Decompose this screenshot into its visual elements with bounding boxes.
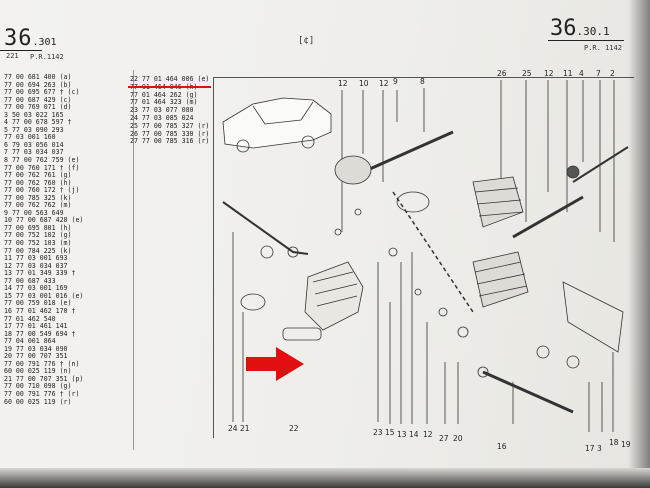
callout-number: 3 xyxy=(597,444,602,453)
part-number-row-right: 77 01 464 323 (m) xyxy=(130,98,198,107)
part-number-row-right: 27 77 00 785 316 (r) xyxy=(130,137,210,146)
callout-number: 2 xyxy=(610,69,615,78)
header-rule-left xyxy=(0,50,42,51)
part-number-row: 77 00 760 171 † (f) xyxy=(4,163,80,172)
diagram-frame xyxy=(213,77,634,438)
part-number-row: 4 77 00 678 597 † xyxy=(4,118,72,127)
part-number-row: 77 00 752 103 (m) xyxy=(4,239,72,248)
callout-number: 9 xyxy=(393,77,398,86)
column-divider xyxy=(133,70,134,450)
part-number-row: 77 00 752 102 (g) xyxy=(4,231,72,240)
callout-number: 14 xyxy=(409,430,419,439)
part-number-row-right: 22 77 01 464 006 (e) xyxy=(130,75,210,83)
part-number-row: 77 03 001 160 xyxy=(4,133,56,142)
part-number-row: 77 00 710 098 (g) xyxy=(4,382,72,391)
part-number-row: 21 77 00 707 351 (p) xyxy=(4,374,84,383)
page-code-right: 36.30.1 xyxy=(550,16,610,41)
part-number-row: 9 77 00 563 649 xyxy=(4,208,64,217)
callout-number: 20 xyxy=(453,434,463,443)
header-small-left: 221 xyxy=(6,52,19,60)
callout-number: 10 xyxy=(359,79,369,88)
callout-number: 17 xyxy=(585,444,595,453)
callout-number: 27 xyxy=(439,434,449,443)
part-number-row: 77 00 760 172 † (j) xyxy=(4,186,80,195)
part-number-row: 5 77 03 090 293 xyxy=(4,125,64,134)
callout-number: 23 xyxy=(373,428,383,437)
part-number-row: 60 00 025 119 (r) xyxy=(4,397,72,406)
part-number-row: 11 77 03 001 693 xyxy=(4,254,68,263)
part-number-row: 14 77 03 001 169 xyxy=(4,284,68,293)
part-number-row-right: 23 77 03 077 080 xyxy=(130,106,194,115)
header-pr-left: P.R.1142 xyxy=(30,53,64,61)
part-number-list: 77 00 681 400 (a)77 00 694 263 (b)77 00 … xyxy=(4,73,84,406)
callout-number: 24 xyxy=(228,424,238,433)
callout-number: 12 xyxy=(379,79,389,88)
part-number-row: 3 50 03 022 165 xyxy=(4,110,64,119)
part-number-row: 15 77 03 001 016 (e) xyxy=(4,291,84,300)
page-code-left: 36.301 xyxy=(4,26,57,51)
highlight-underline xyxy=(128,86,211,88)
page-edge-shadow xyxy=(628,0,650,488)
part-number-row-right: 26 77 00 785 330 (r) xyxy=(130,129,210,138)
part-number-row: 12 77 03 034 037 xyxy=(4,261,68,270)
red-arrow-icon xyxy=(246,347,304,381)
part-number-row: 77 04 001 864 xyxy=(4,337,56,346)
part-number-row: 77 00 695 801 (h) xyxy=(4,223,72,232)
part-number-row: 77 00 785 325 (k) xyxy=(4,193,72,202)
part-number-row: 8 77 00 762 759 (e) xyxy=(4,156,80,165)
part-number-row: 77 00 791 776 † (r) xyxy=(4,389,80,398)
callout-number: 12 xyxy=(338,79,348,88)
part-number-row: 7 77 03 034 037 xyxy=(4,148,64,157)
callout-number: 21 xyxy=(240,424,250,433)
part-number-row-right: 24 77 03 085 024 xyxy=(130,113,194,122)
callout-number: 8 xyxy=(420,77,425,86)
part-number-row: 77 00 762 760 (h) xyxy=(4,178,72,187)
callout-number: 7 xyxy=(596,69,601,78)
part-number-row: 10 77 00 687 428 (e) xyxy=(4,216,84,225)
header-pr-right: P.R. 1142 xyxy=(584,44,622,52)
part-number-row: 6 79 03 056 014 xyxy=(4,140,64,149)
callout-number: 13 xyxy=(397,430,407,439)
part-number-row: 77 01 462 540 xyxy=(4,314,56,323)
part-number-row: 77 00 791 776 † (n) xyxy=(4,359,80,368)
callout-number: 19 xyxy=(621,440,631,449)
part-number-row: 77 00 694 263 (b) xyxy=(4,80,72,89)
callout-number: 25 xyxy=(522,69,532,78)
callout-number: 11 xyxy=(563,69,573,78)
callout-number: 15 xyxy=(385,428,395,437)
part-number-row: 77 00 769 071 (d) xyxy=(4,103,72,112)
callout-number: 4 xyxy=(579,69,584,78)
part-number-row: 18 77 00 549 694 † xyxy=(4,329,76,338)
part-number-row: 20 77 00 707 351 xyxy=(4,352,68,361)
part-number-row: 60 00 025 119 (n) xyxy=(4,367,72,376)
part-number-row: 77 00 687 429 (c) xyxy=(4,95,72,104)
callout-number: 12 xyxy=(423,430,433,439)
part-number-row: 77 00 759 018 (e) xyxy=(4,299,72,308)
part-number-row: 13 77 01 349 339 † xyxy=(4,269,76,278)
callout-number: 12 xyxy=(544,69,554,78)
part-number-row-right: 25 77 00 785 327 (r) xyxy=(130,121,210,130)
callout-number: 16 xyxy=(497,442,507,451)
part-number-row: 17 77 01 461 141 xyxy=(4,322,68,331)
part-number-row: 77 00 784 225 (k) xyxy=(4,246,72,255)
part-number-row: 77 00 762 761 (g) xyxy=(4,171,72,180)
header-rule-right xyxy=(548,40,624,41)
part-number-row: 16 77 01 462 170 † xyxy=(4,306,76,315)
part-number-row-right: 77 01 464 262 (g) xyxy=(130,90,198,99)
part-number-row: 77 00 681 400 (a) xyxy=(4,73,72,81)
callout-number: 22 xyxy=(289,424,299,433)
page-bottom-edge xyxy=(0,468,650,488)
callout-number: 18 xyxy=(609,438,619,447)
part-number-row: 19 77 03 034 090 xyxy=(4,344,68,353)
part-number-row: 77 00 687 433 xyxy=(4,276,56,285)
header-center-mark: [¢] xyxy=(298,36,315,46)
callout-number: 26 xyxy=(497,69,507,78)
part-number-row: 77 00 695 677 † (c) xyxy=(4,88,80,97)
part-number-row: 77 00 762 762 (m) xyxy=(4,201,72,210)
